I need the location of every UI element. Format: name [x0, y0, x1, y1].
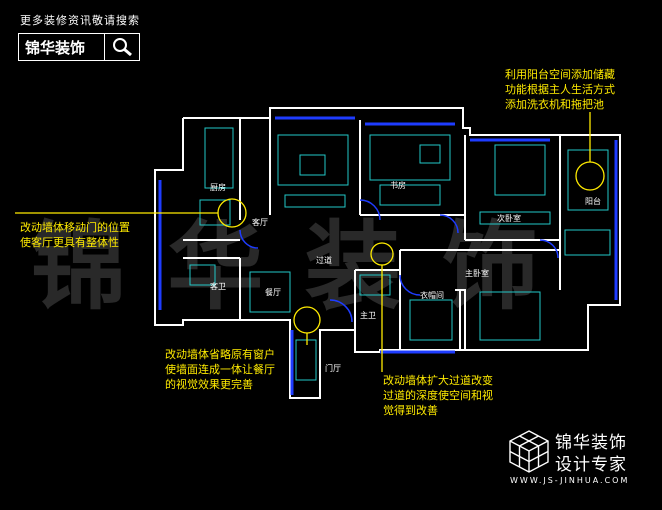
room-label-balcony: 阳台: [585, 197, 601, 206]
annotation-line: 使墙面连成一体让餐厅: [165, 363, 275, 376]
watermark-text: 锦 华 装 饰: [30, 211, 542, 323]
annotation-dining-wall: 改动墙体省略原有窗户 使墙面连成一体让餐厅 的视觉效果更完善: [165, 347, 275, 392]
annotation-line: 使客厅更具有整体性: [20, 236, 119, 249]
brand-name: 锦华装饰: [555, 433, 627, 453]
furniture: [189, 127, 611, 381]
annotation-line: 的视觉效果更完善: [165, 378, 253, 391]
brand-cube-logo: [509, 430, 549, 473]
room-label-entry: 门厅: [325, 364, 341, 373]
annotation-line: 改动墙体移动门的位置: [20, 221, 130, 234]
room-label-kitchen: 厨房: [210, 183, 226, 192]
room-label-corridor: 过道: [316, 256, 332, 265]
annotation-balcony: 利用阳台空间添加储藏 功能根据主人生活方式 添加洗衣机和拖把池: [505, 67, 615, 112]
room-label-dining: 餐厅: [265, 288, 281, 297]
annotation-line: 觉得到改善: [383, 404, 438, 417]
annotation-line: 改动墙体省略原有窗户: [165, 348, 275, 361]
doors: [239, 199, 559, 323]
header-tagline: 更多装修资讯敬请搜索: [20, 14, 140, 27]
annotation-living-door: 改动墙体移动门的位置 使客厅更具有整体性: [20, 220, 130, 250]
walls: [154, 107, 621, 399]
brand-url[interactable]: WWW.JS-JINHUA.COM: [510, 476, 630, 485]
annotation-line: 功能根据主人生活方式: [505, 83, 615, 96]
search-button[interactable]: [104, 34, 139, 60]
room-label-master-bedroom: 主卧室: [465, 269, 489, 278]
room-label-living: 客厅: [252, 218, 268, 227]
brand-slogan: 设计专家: [555, 455, 627, 475]
annotation-line: 改动墙体扩大过道改变: [383, 374, 493, 387]
windows: [158, 116, 618, 395]
room-label-guest-bath: 客卫: [210, 282, 226, 291]
room-label-study: 书房: [390, 181, 406, 190]
brand-block: 锦华装饰 设计专家: [555, 432, 627, 476]
search-bar[interactable]: 锦华装饰: [18, 33, 140, 61]
annotation-line: 过道的深度使空间和视: [383, 389, 493, 402]
room-label-master-bath: 主卫: [360, 311, 376, 320]
search-brand-text: 锦华装饰: [25, 38, 86, 57]
annotation-line: 添加洗衣机和拖把池: [505, 98, 604, 111]
room-label-second-bedroom: 次卧室: [497, 214, 521, 223]
annotation-corridor: 改动墙体扩大过道改变 过道的深度使空间和视 觉得到改善: [383, 373, 493, 418]
annotation-line: 利用阳台空间添加储藏: [505, 68, 615, 81]
magnifier-icon: [113, 38, 132, 57]
highlight-markers: [15, 112, 605, 372]
room-label-dressing: 衣帽间: [420, 291, 444, 300]
